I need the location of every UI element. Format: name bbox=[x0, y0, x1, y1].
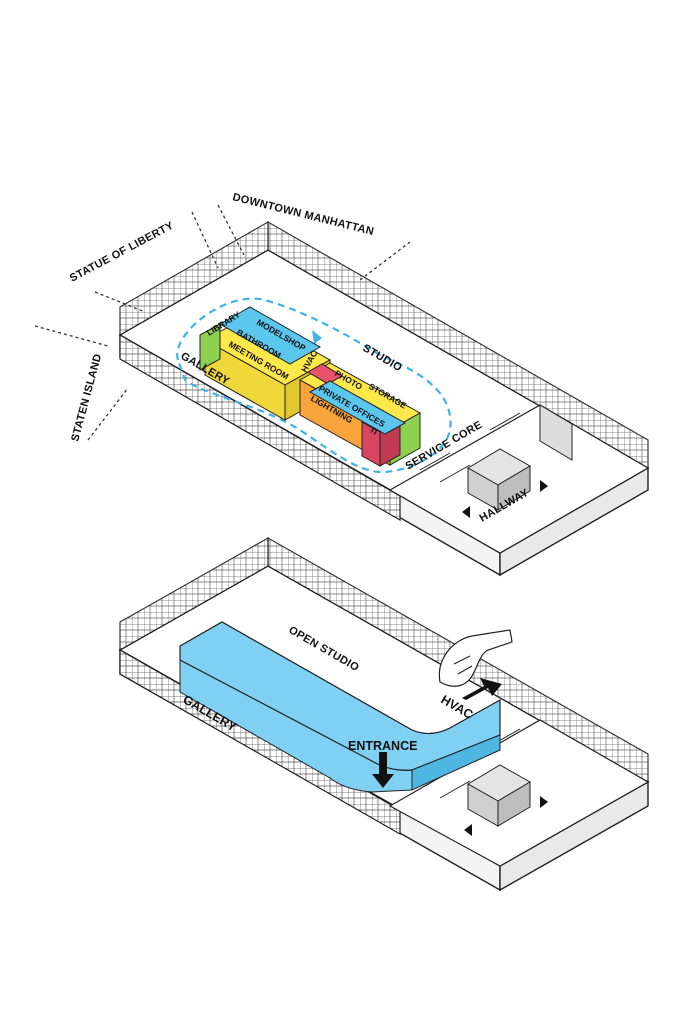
open-studio-volume bbox=[179, 621, 501, 793]
back-wall bbox=[119, 220, 649, 470]
service-area-2 bbox=[388, 719, 650, 867]
front-wall bbox=[119, 333, 401, 522]
staten-label: STATEN ISLAND bbox=[69, 352, 104, 442]
arrow-icon bbox=[464, 824, 472, 836]
down-arrow-icon bbox=[372, 752, 394, 788]
circulation-path bbox=[176, 297, 452, 474]
top-axonometric-view: LIBRARY MODELSHOP BATHROOM MEETING ROOM … bbox=[34, 191, 650, 577]
statue-label: STATUE OF LIBERTY bbox=[68, 219, 176, 284]
arrow-icon bbox=[462, 506, 470, 518]
arrow-icon bbox=[312, 330, 322, 344]
arrow-icon bbox=[540, 480, 548, 492]
arrow-icon bbox=[540, 796, 548, 808]
service-area bbox=[388, 404, 650, 554]
program-blocks bbox=[199, 306, 422, 467]
bottom-axonometric-view: OPEN STUDIO GALLERY HVAC ENTRANCE bbox=[118, 536, 650, 892]
entrance-label: ENTRANCE bbox=[348, 739, 417, 753]
hand-icon bbox=[438, 629, 513, 687]
up-arrow-icon bbox=[462, 678, 502, 700]
view-lines bbox=[34, 204, 411, 441]
